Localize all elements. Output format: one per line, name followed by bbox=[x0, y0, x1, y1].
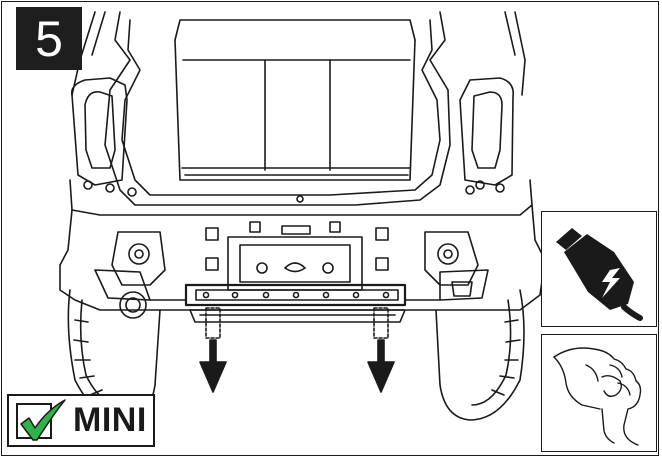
electric-connector-icon bbox=[556, 228, 643, 321]
hand-panel bbox=[541, 334, 657, 452]
electric-panel bbox=[541, 211, 657, 327]
check-mark-icon bbox=[16, 398, 66, 441]
step-number: 5 bbox=[16, 7, 82, 70]
vehicle-badge: MINI bbox=[7, 394, 155, 447]
brand-label: MINI bbox=[73, 401, 147, 439]
hand-grip-icon bbox=[553, 347, 642, 446]
